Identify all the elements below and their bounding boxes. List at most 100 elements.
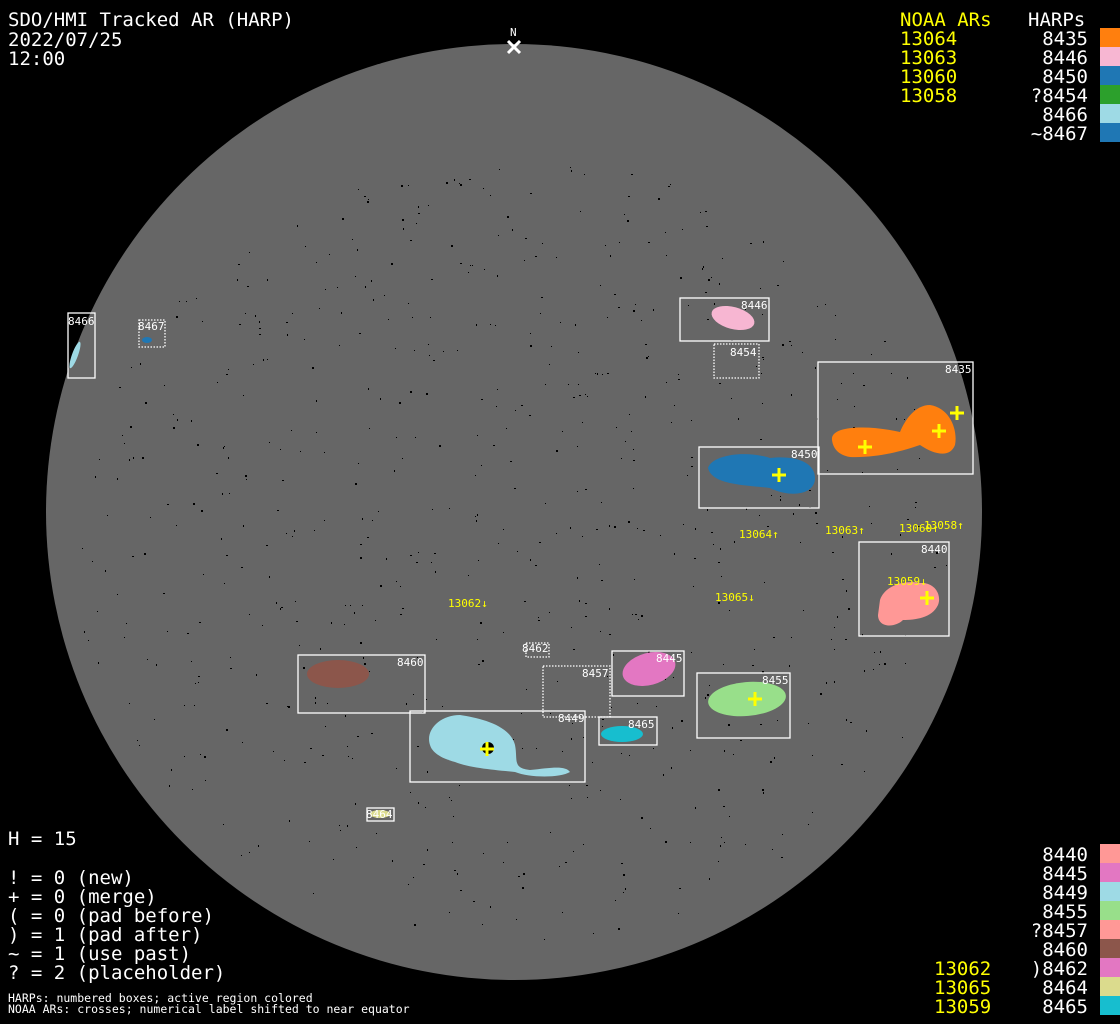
region-8446 — [711, 305, 755, 331]
harp-color-swatch — [1100, 123, 1120, 142]
svg-text:8465: 8465 — [628, 718, 655, 731]
svg-text:8445: 8445 — [656, 652, 683, 665]
harp-box-8460: 8460 — [297, 654, 426, 714]
solar-disk — [46, 44, 982, 980]
harp-color-swatch — [1100, 844, 1120, 863]
svg-text:8455: 8455 — [762, 674, 789, 687]
noaa-label-13063: 13063↑ — [825, 524, 865, 537]
svg-text:8464: 8464 — [366, 808, 393, 821]
harp-list-item: )8462 — [1030, 958, 1088, 980]
noaa-list-item: 13058 — [900, 85, 958, 107]
harp-color-swatch — [1100, 863, 1120, 882]
harp-list-item: 8455 — [1042, 901, 1088, 923]
region-8466 — [69, 341, 81, 369]
harp-box-8450: 8450 — [698, 446, 820, 509]
svg-text:8435: 8435 — [945, 363, 972, 376]
harp-box-8454: 8454 — [713, 343, 760, 379]
noaa-list-item: 13060 — [900, 66, 958, 88]
harp-list-item: 8435 — [1042, 28, 1088, 50]
svg-text:8457: 8457 — [582, 667, 609, 680]
harp-list-item: 8466 — [1042, 104, 1088, 126]
region-8467 — [142, 337, 152, 343]
harp-list-item: ?8454 — [1030, 85, 1088, 107]
noaa-list-item: 13065 — [934, 977, 992, 999]
harp-list-item: 8445 — [1042, 863, 1088, 885]
harp-box-8457: 8457 — [542, 665, 611, 718]
harps-heading: HARPs — [1028, 9, 1086, 31]
noaa-list-item: 13063 — [900, 47, 958, 69]
harp-color-swatch — [1100, 977, 1120, 996]
stats-line: + = 0 (merge) — [8, 886, 157, 908]
harp-list-item: 8464 — [1042, 977, 1088, 999]
harp-color-swatch — [1100, 996, 1120, 1015]
harp-color-swatch — [1100, 882, 1120, 901]
title: SDO/HMI Tracked AR (HARP) — [8, 9, 294, 31]
svg-text:8466: 8466 — [68, 315, 95, 328]
harp-list-item: 8446 — [1042, 47, 1088, 69]
harp-list-item: 8465 — [1042, 996, 1088, 1018]
noaa-label-13060: 13060↑ — [899, 522, 939, 535]
stats-line: ? = 2 (placeholder) — [8, 962, 226, 984]
noaa-cross-icon — [858, 440, 872, 454]
region-8449 — [429, 715, 570, 777]
noaa-cross-icon — [950, 406, 964, 420]
harp-box-8445: 8445 — [611, 650, 685, 697]
harp-box-8455: 8455 — [696, 672, 791, 739]
harp-box-8464: 8464 — [366, 807, 395, 822]
noaa-label-13064: 13064↑ — [739, 528, 779, 541]
harp-box-8466: 8466 — [67, 312, 96, 379]
noaa-cross-icon — [748, 692, 762, 706]
noaa-list-item: 13064 — [900, 28, 958, 50]
harp-box-8462: 8462 — [522, 642, 550, 658]
harp-list-item: 8460 — [1042, 939, 1088, 961]
noaa-label-13062: 13062↓ — [448, 597, 488, 610]
noaa-heading: NOAA ARs — [900, 9, 992, 31]
harp-color-swatch — [1100, 920, 1120, 939]
harp-box-8465: 8465 — [598, 716, 658, 746]
stats-line: ( = 0 (pad before) — [8, 905, 214, 927]
stats-line: ) = 1 (pad after) — [8, 924, 203, 946]
time: 12:00 — [8, 48, 66, 70]
harp-list-item: ?8457 — [1030, 920, 1088, 942]
region-8465 — [601, 726, 643, 742]
stats-line: ~ = 1 (use past) — [8, 943, 192, 965]
svg-text:8467: 8467 — [138, 320, 165, 333]
north-marker: N — [506, 26, 522, 55]
harp-list-item: 8449 — [1042, 882, 1088, 904]
harp-color-swatch — [1100, 66, 1120, 85]
harp-color-swatch — [1100, 28, 1120, 47]
harp-color-swatch — [1100, 104, 1120, 123]
noaa-label-13058: 13058↑ — [924, 519, 964, 532]
noaa-cross-icon — [480, 742, 494, 756]
harp-color-swatch — [1100, 47, 1120, 66]
harp-box-8446: 8446 — [679, 297, 770, 342]
noaa-cross-icon — [772, 468, 786, 482]
stats-line: ! = 0 (new) — [8, 867, 134, 889]
harp-color-swatch — [1100, 958, 1120, 977]
noaa-list-item: 13062 — [934, 958, 992, 980]
region-8435 — [831, 405, 956, 458]
harp-box-8435: 8435 — [817, 361, 974, 475]
harp-list-item: 8440 — [1042, 844, 1088, 866]
date: 2022/07/25 — [8, 29, 123, 51]
svg-text:8462: 8462 — [522, 642, 549, 655]
region-8445 — [622, 652, 676, 686]
footnote-harps: HARPs: numbered boxes; active region col… — [8, 991, 313, 1005]
north-label: N — [510, 26, 517, 39]
svg-text:8446: 8446 — [741, 299, 768, 312]
noaa-cross-icon — [932, 424, 946, 438]
harp-color-swatch — [1100, 85, 1120, 104]
noaa-label-13059: 13059↓ — [887, 575, 927, 588]
magnetogram-specks — [82, 167, 947, 940]
region-8464 — [370, 810, 390, 818]
harp-box-8467: 8467 — [138, 319, 166, 348]
h-count: H = 15 — [8, 828, 77, 850]
harp-box-8449: 8449 — [409, 710, 586, 783]
noaa-crosses — [480, 406, 964, 756]
noaa-label-13065: 13065↓ — [715, 591, 755, 604]
region-8440 — [878, 582, 940, 626]
noaa-list-item: 13059 — [934, 996, 992, 1018]
svg-text:8440: 8440 — [921, 543, 948, 556]
svg-text:8449: 8449 — [558, 712, 585, 725]
